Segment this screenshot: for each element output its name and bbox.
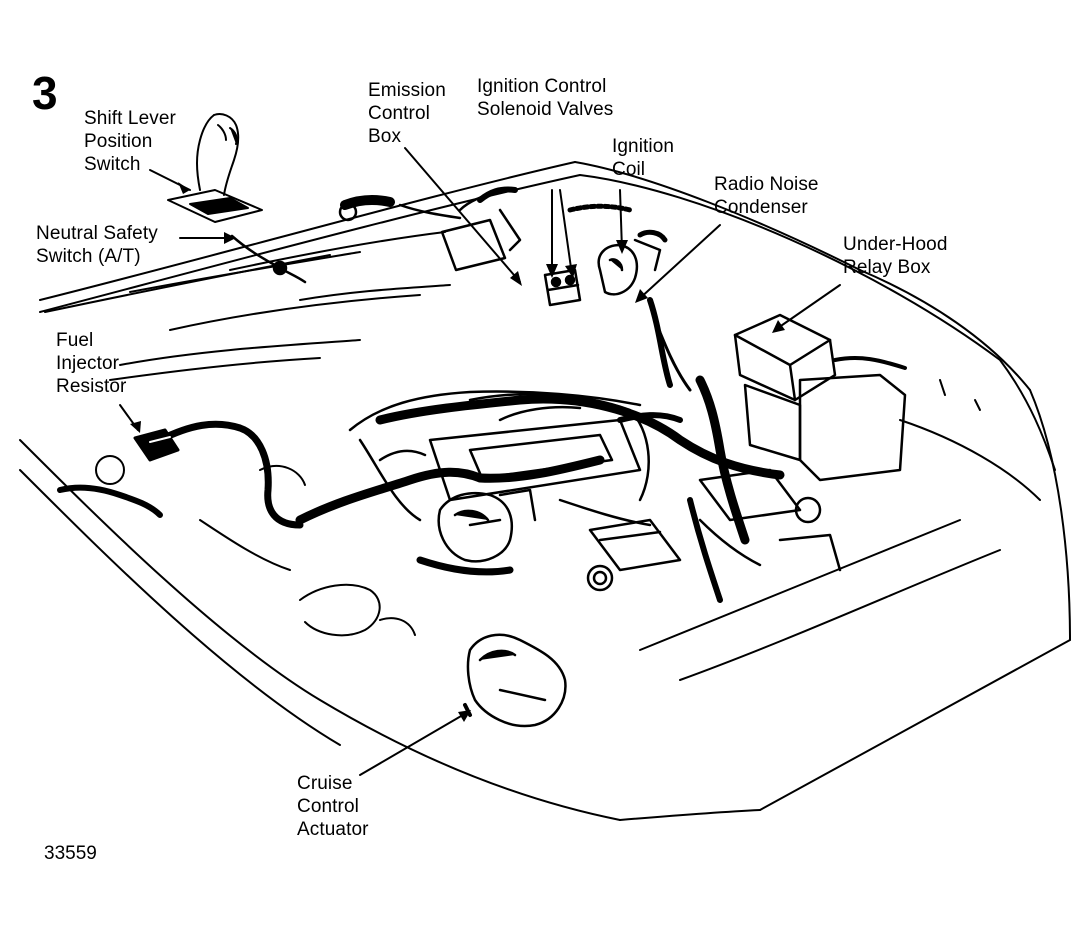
alternator <box>437 488 537 563</box>
label-neutral-safety-switch: Neutral Safety Switch (A/T) <box>36 223 158 267</box>
under-hood-relay-box-part <box>733 313 907 482</box>
figure-number: 3 <box>32 67 58 119</box>
label-shift-lever-position-switch: Shift Lever Position Switch <box>84 108 176 175</box>
label-emission-control-box: Emission Control Box <box>368 80 446 147</box>
wiring-harness <box>156 375 785 603</box>
cowl-lines <box>44 231 451 381</box>
label-ignition-coil: Ignition Coil <box>612 136 675 180</box>
cruise-control-actuator-part <box>463 633 567 728</box>
shift-lever-position-switch-part <box>167 113 263 223</box>
ignition-control-solenoid-valves-part <box>543 203 633 307</box>
label-radio-noise-condenser: Radio Noise Condenser <box>714 174 819 218</box>
body-outline <box>19 161 1071 821</box>
neutral-safety-switch-part <box>230 234 307 284</box>
label-ignition-control-solenoid-valves: Ignition Control Solenoid Valves <box>477 76 614 120</box>
leader-emission-box <box>404 147 521 283</box>
reference-id: 33559 <box>44 843 97 864</box>
left-fender-components <box>95 455 416 637</box>
ignition-coil-part <box>597 229 692 392</box>
leader-solenoid-2 <box>559 189 573 276</box>
leader-radio-condenser <box>637 224 721 301</box>
label-fuel-injector-resistor: Fuel Injector Resistor <box>56 330 127 397</box>
leader-cruise-actuator <box>359 711 469 776</box>
emission-control-box-part <box>338 186 522 272</box>
label-cruise-control-actuator: Cruise Control Actuator <box>297 773 369 840</box>
arrowheads <box>130 182 785 722</box>
leader-relay-box <box>774 284 841 331</box>
label-under-hood-relay-box: Under-Hood Relay Box <box>843 234 948 278</box>
fuel-injector-resistor-part <box>57 428 180 518</box>
